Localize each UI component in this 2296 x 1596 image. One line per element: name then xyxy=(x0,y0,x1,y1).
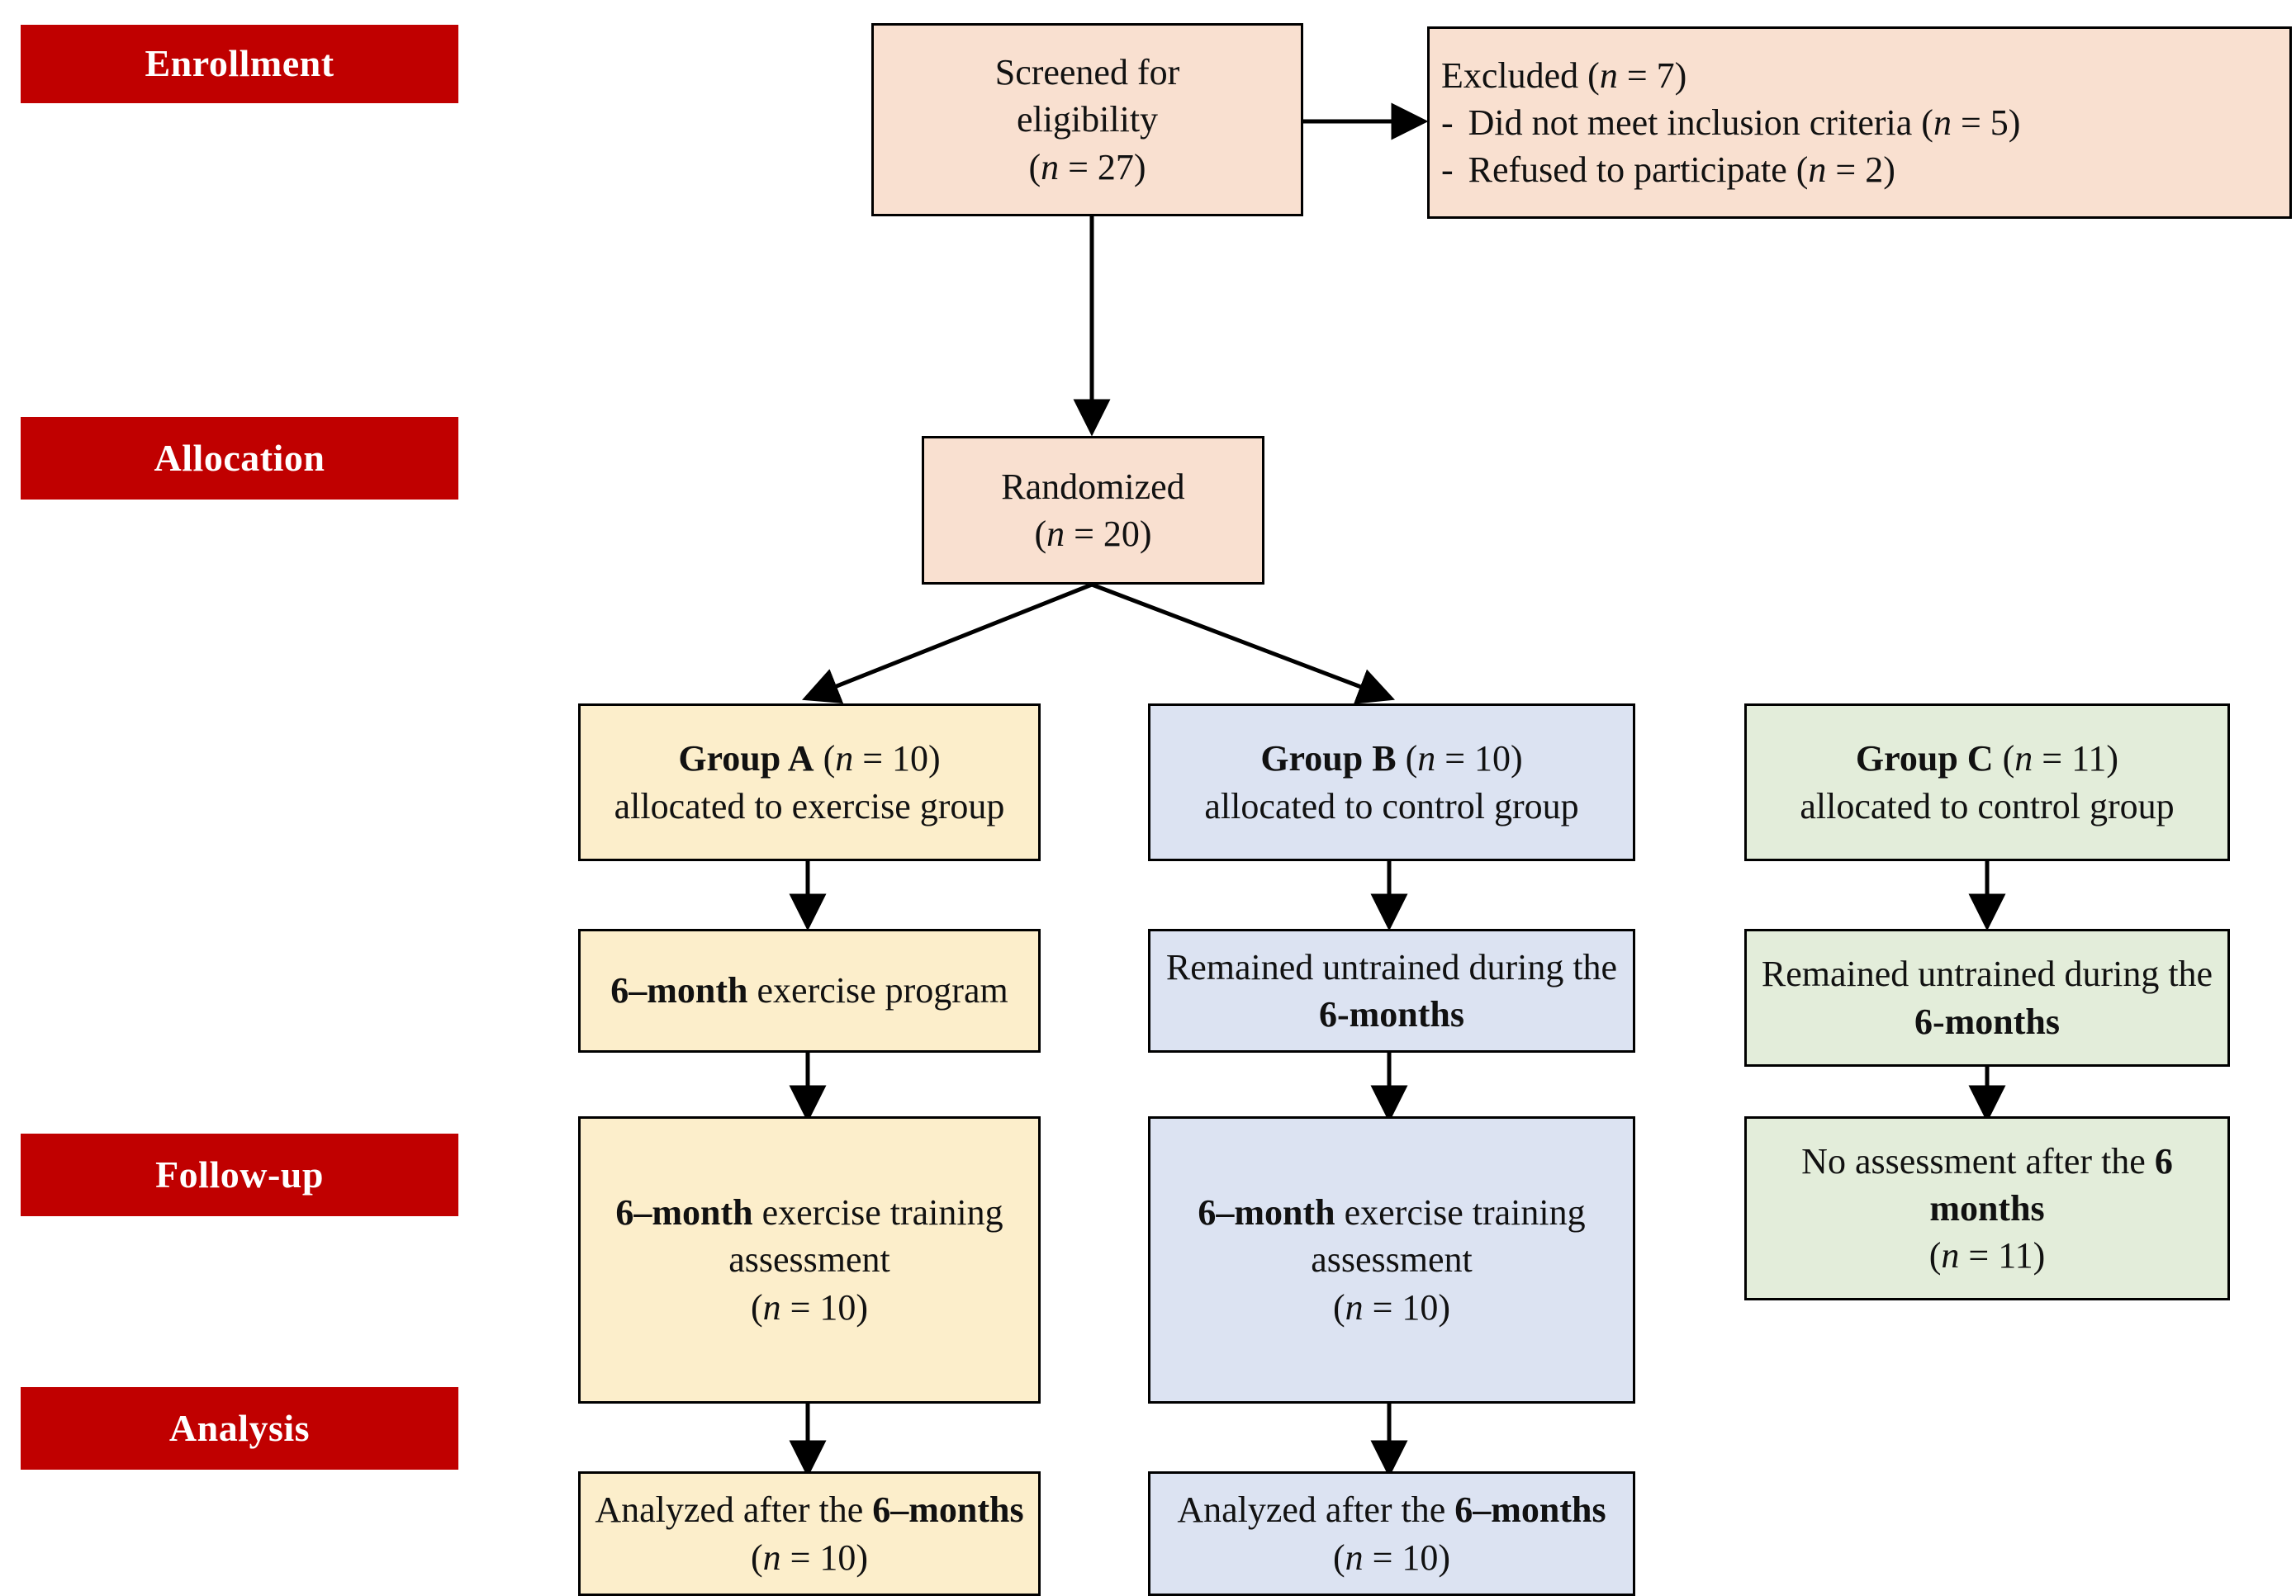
node-randomized: Randomized (n = 20) xyxy=(922,436,1264,585)
group-c-allocation-text: allocated to control group xyxy=(1800,785,2175,826)
node-excluded: Excluded (n = 7) - Did not meet inclusio… xyxy=(1427,26,2292,219)
group-b-analysis-count: (n = 10) xyxy=(1332,1537,1451,1578)
group-b-heading: Group B (n = 10) xyxy=(1260,738,1523,779)
group-b-intervention-text: Remained untrained during the 6-months xyxy=(1165,946,1618,1035)
group-a-analysis-count: (n = 10) xyxy=(750,1537,869,1578)
stage-label-allocation-text: Allocation xyxy=(154,436,325,479)
list-dash: - xyxy=(1441,149,1454,191)
excluded-reason-item: - Refused to participate (n = 2) xyxy=(1441,146,2278,193)
screened-line2: eligibility xyxy=(1016,99,1159,140)
node-group-a-intervention: 6–month exercise program xyxy=(578,929,1041,1053)
group-b-analysis-text: Analyzed after the 6–months xyxy=(1177,1489,1606,1531)
excluded-reason-text: Refused to participate (n = 2) xyxy=(1468,149,1895,191)
randomized-count: (n = 20) xyxy=(1034,514,1152,554)
stage-label-followup-text: Follow-up xyxy=(155,1153,324,1196)
node-group-b-allocation: Group B (n = 10) allocated to control gr… xyxy=(1148,703,1635,861)
node-group-c-allocation: Group C (n = 11) allocated to control gr… xyxy=(1744,703,2230,861)
stage-label-enrollment-text: Enrollment xyxy=(145,42,334,85)
group-a-followup-count: (n = 10) xyxy=(750,1286,869,1328)
group-a-allocation-text: allocated to exercise group xyxy=(614,785,1005,826)
list-dash: - xyxy=(1441,102,1454,143)
node-group-b-intervention: Remained untrained during the 6-months xyxy=(1148,929,1635,1053)
stage-label-enrollment: Enrollment xyxy=(21,25,458,103)
group-b-followup-count: (n = 10) xyxy=(1332,1286,1451,1328)
excluded-heading: Excluded (n = 7) xyxy=(1441,54,1687,96)
group-a-intervention-text: 6–month exercise program xyxy=(610,970,1008,1011)
group-a-analysis-text: Analyzed after the 6–months xyxy=(595,1489,1024,1531)
node-group-c-intervention: Remained untrained during the 6-months xyxy=(1744,929,2230,1067)
group-b-allocation-text: allocated to control group xyxy=(1204,785,1579,826)
node-group-b-analysis: Analyzed after the 6–months (n = 10) xyxy=(1148,1471,1635,1596)
screened-count: (n = 27) xyxy=(1028,146,1146,187)
node-group-a-followup: 6–month exercise training assessment (n … xyxy=(578,1116,1041,1404)
group-c-intervention-text: Remained untrained during the 6-months xyxy=(1761,954,2213,1042)
group-b-followup-text: 6–month exercise training assessment xyxy=(1198,1192,1586,1281)
screened-line1: Screened for xyxy=(994,52,1180,93)
group-a-followup-text: 6–month exercise training assessment xyxy=(615,1192,1003,1281)
node-group-a-allocation: Group A (n = 10) allocated to exercise g… xyxy=(578,703,1041,861)
group-c-followup-count: (n = 11) xyxy=(1928,1235,2046,1276)
group-a-heading: Group A (n = 10) xyxy=(678,738,941,779)
stage-label-allocation: Allocation xyxy=(21,417,458,500)
node-group-b-followup: 6–month exercise training assessment (n … xyxy=(1148,1116,1635,1404)
node-group-a-analysis: Analyzed after the 6–months (n = 10) xyxy=(578,1471,1041,1596)
excluded-reason-item: - Did not meet inclusion criteria (n = 5… xyxy=(1441,99,2278,146)
node-group-c-followup: No assessment after the 6 months (n = 11… xyxy=(1744,1116,2230,1300)
stage-label-analysis: Analysis xyxy=(21,1387,458,1470)
stage-label-analysis-text: Analysis xyxy=(168,1406,311,1449)
arrow-randomized-to-group-a xyxy=(802,582,1093,704)
excluded-reason-text: Did not meet inclusion criteria (n = 5) xyxy=(1468,102,2021,143)
randomized-line1: Randomized xyxy=(1001,466,1185,507)
group-c-followup-text: No assessment after the 6 months xyxy=(1801,1140,2173,1229)
excluded-reason-list: - Did not meet inclusion criteria (n = 5… xyxy=(1441,99,2278,193)
arrow-randomized-to-group-b xyxy=(1091,582,1396,704)
node-screened-for-eligibility: Screened for eligibility (n = 27) xyxy=(871,23,1303,216)
stage-label-followup: Follow-up xyxy=(21,1134,458,1216)
group-c-heading: Group C (n = 11) xyxy=(1855,738,2119,779)
